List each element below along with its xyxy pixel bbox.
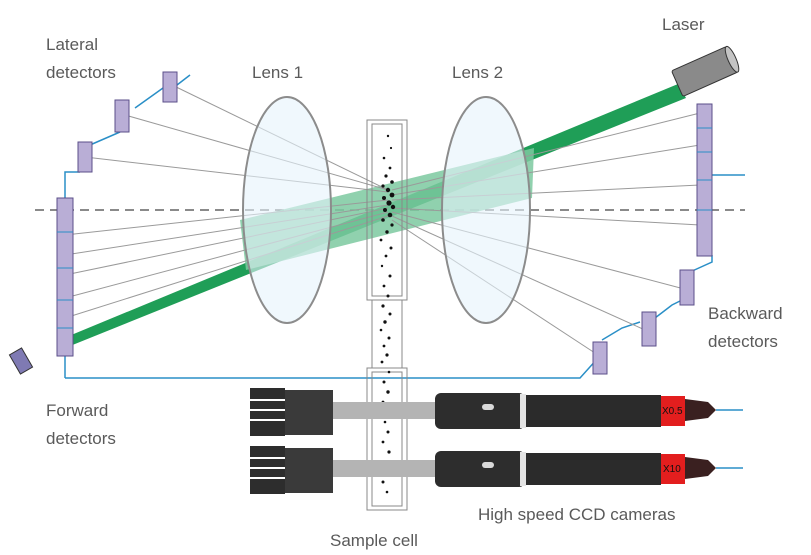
lens-2 — [441, 96, 531, 324]
ccd-camera-bottom: X10 — [250, 446, 743, 494]
backward-detectors-label-line2: detectors — [708, 332, 778, 351]
camera-bottom-lens-tag: X10 — [663, 464, 681, 475]
camera-top-lens-tag: X0.5 — [662, 406, 683, 417]
ccd-cameras-label: High speed CCD cameras — [478, 505, 676, 524]
forward-detectors-label-line1: Forward — [46, 401, 109, 420]
lateral-detectors-label-line2: detectors — [46, 63, 116, 82]
lens-2-label: Lens 2 — [452, 63, 504, 82]
sample-cell — [366, 119, 408, 511]
backward-detector-array — [696, 103, 713, 257]
sample-cell-label: Sample cell — [330, 531, 418, 550]
scattered-rays — [64, 83, 701, 356]
laser-label: Laser — [662, 15, 705, 34]
forward-detectors-label-line2: detectors — [46, 429, 116, 448]
laser-device — [671, 45, 740, 97]
lens-1 — [242, 96, 332, 324]
beam-dump — [8, 347, 34, 375]
lateral-detectors-label-line1: Lateral — [46, 35, 98, 54]
ccd-camera-top: X0.5 — [250, 388, 743, 436]
forward-detector-array — [56, 197, 74, 357]
lens-1-label: Lens 1 — [252, 63, 304, 82]
backward-detectors-label-line1: Backward — [708, 304, 783, 323]
backward-side-detectors — [592, 269, 695, 375]
lateral-detectors — [77, 71, 178, 173]
